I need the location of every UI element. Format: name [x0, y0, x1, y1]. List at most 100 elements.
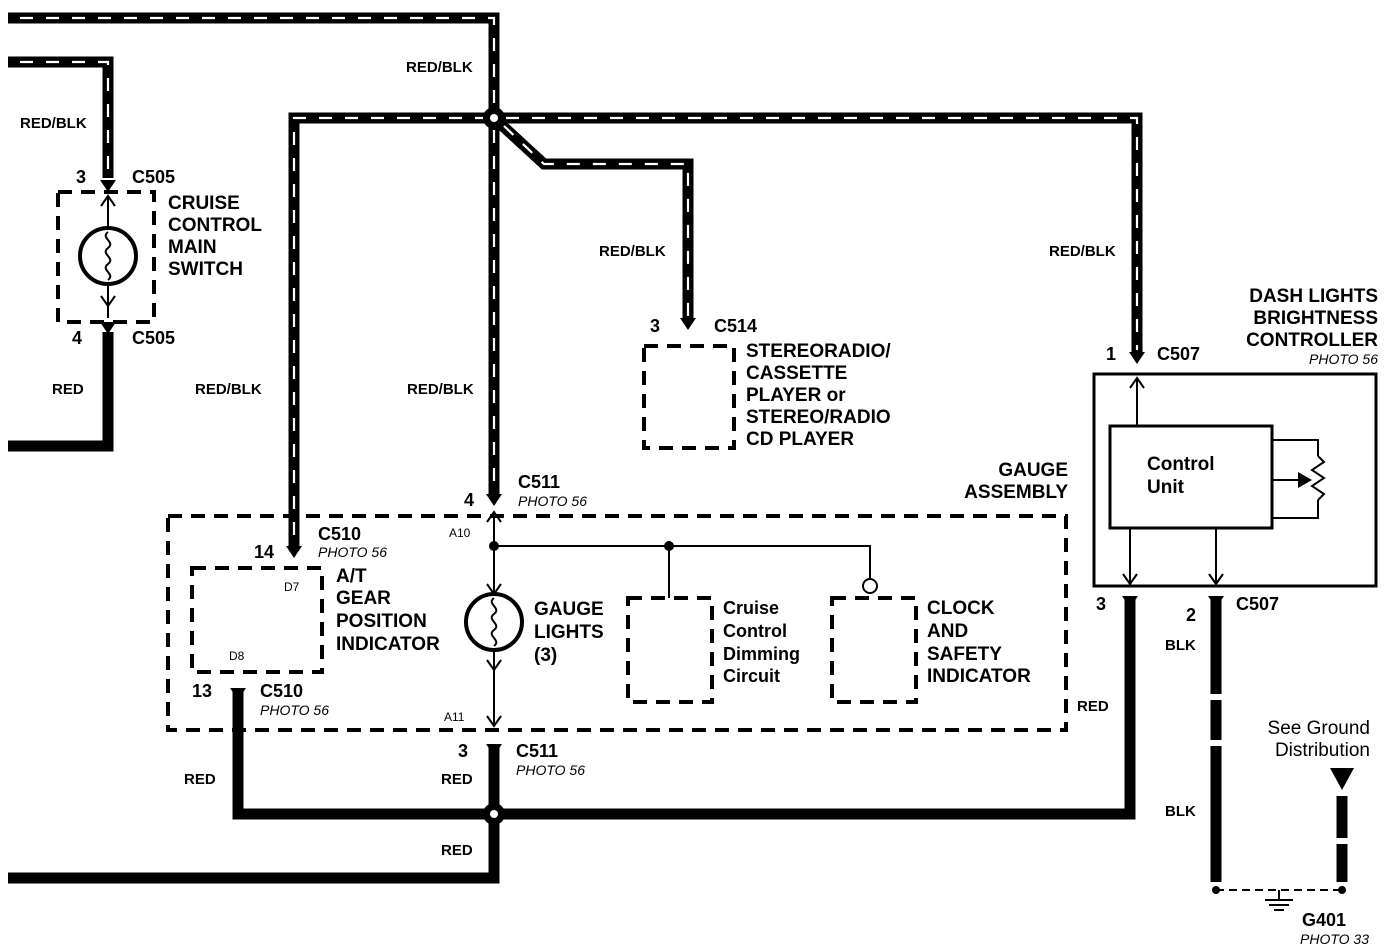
- component-label-line: Dimming: [723, 644, 800, 664]
- component-label-line: Control: [1147, 454, 1215, 475]
- component-labels: CRUISE CONTROL MAIN SWITCH STEREORADIO/ …: [168, 193, 1378, 761]
- photo-ref: PHOTO 56: [518, 493, 587, 509]
- component-label-line: CASSETTE: [746, 363, 847, 384]
- component-label-line: PLAYER or: [746, 385, 846, 406]
- component-label-line: Circuit: [723, 666, 780, 686]
- wire-labels: RED/BLK RED/BLK RED/BLK RED/BLK RED/BLK …: [20, 59, 1196, 859]
- wire-label: RED/BLK: [406, 59, 473, 76]
- wire-label: RED: [441, 771, 473, 788]
- component-label-line: (3): [534, 645, 557, 666]
- wire-label: BLK: [1165, 803, 1196, 820]
- wire-red-loop: [232, 598, 1136, 820]
- photo-ref: PHOTO 33: [1300, 931, 1369, 947]
- wire-label: RED: [184, 771, 216, 788]
- component-label-line: LIGHTS: [534, 622, 604, 643]
- connector-symbols: [100, 180, 1224, 756]
- wire-stripes: [20, 16, 1139, 540]
- pin-number: 4: [464, 490, 474, 510]
- pin-number: 3: [650, 316, 660, 336]
- pin-label: D7: [284, 580, 300, 594]
- component-label-line: CLOCK: [927, 598, 995, 619]
- wire-label: RED/BLK: [1049, 243, 1116, 260]
- pin-label: D8: [229, 649, 245, 663]
- photo-ref: PHOTO 56: [516, 762, 585, 778]
- dash-controller: [1092, 372, 1378, 588]
- photo-ref: PHOTO 56: [1309, 351, 1378, 367]
- wire-label: RED: [1077, 698, 1109, 715]
- component-label-line: GEAR: [336, 588, 391, 609]
- component-label-line: GAUGE: [534, 599, 604, 620]
- wires: [8, 12, 1348, 884]
- component-label-line: GAUGE: [998, 460, 1068, 481]
- connector-id: C510: [318, 524, 361, 544]
- connector-id: C510: [260, 681, 303, 701]
- wire-label: RED/BLK: [20, 115, 87, 132]
- cruise-dimming-box: [626, 596, 714, 704]
- wire-label: RED/BLK: [195, 381, 262, 398]
- pin-label: A10: [449, 526, 471, 540]
- wire-label: RED/BLK: [407, 381, 474, 398]
- blk-wire-gaps: [1209, 694, 1349, 844]
- wire-cruise-switch-return: [8, 332, 114, 452]
- component-label-line: BRIGHTNESS: [1253, 308, 1378, 329]
- connector-id: C507: [1236, 594, 1279, 614]
- wire-label: RED: [441, 842, 473, 859]
- clock-safety-box: [830, 596, 918, 704]
- component-label-line: CONTROLLER: [1246, 330, 1378, 351]
- wire-label: RED: [52, 381, 84, 398]
- component-label-line: SWITCH: [168, 259, 243, 280]
- component-label-line: STEREORADIO/: [746, 341, 891, 362]
- component-label-line: See Ground: [1268, 718, 1370, 739]
- component-label-line: A/T: [336, 566, 367, 587]
- internal-pin-labels: A10 A11 D7 D8: [229, 526, 471, 724]
- control-unit-box: [1108, 424, 1274, 530]
- ground-id: G401: [1302, 910, 1346, 930]
- connector-id: C511: [518, 472, 560, 492]
- pin-number: 3: [458, 741, 468, 761]
- component-label-line: Unit: [1147, 477, 1185, 498]
- connector-labels: 3 C505 4 C505 3 C514 1 C507 3 2 C507 4 C…: [72, 167, 1369, 947]
- pin-number: 2: [1186, 605, 1196, 625]
- pin-number: 1: [1106, 344, 1116, 364]
- photo-ref: PHOTO 56: [318, 544, 387, 560]
- gauge-assembly: [166, 510, 1068, 732]
- connector-id: C514: [714, 316, 757, 336]
- wire-label: BLK: [1165, 637, 1196, 654]
- photo-ref: PHOTO 56: [260, 702, 329, 718]
- connector-id: C505: [132, 167, 175, 187]
- gear-indicator-box: [190, 566, 324, 674]
- pin-number: 3: [76, 167, 86, 187]
- component-label-line: POSITION: [336, 611, 427, 632]
- pin-label: A11: [444, 710, 465, 724]
- connector-id: C511: [516, 741, 558, 761]
- component-label-line: MAIN: [168, 237, 217, 258]
- component-label-line: CRUISE: [168, 193, 240, 214]
- wire-c511-ground-side: [8, 748, 500, 884]
- component-label-line: ASSEMBLY: [964, 482, 1068, 503]
- component-label-line: INDICATOR: [927, 666, 1031, 687]
- wire-c510-feed: [288, 112, 494, 548]
- wire-label: RED/BLK: [599, 243, 666, 260]
- ground-g401: [1212, 768, 1354, 911]
- component-label-line: STEREO/RADIO: [746, 407, 891, 428]
- component-label-line: Cruise: [723, 598, 779, 618]
- component-label-line: INDICATOR: [336, 634, 440, 655]
- component-label-line: SAFETY: [927, 644, 1002, 665]
- component-label-line: CD PLAYER: [746, 429, 854, 450]
- pin-number: 4: [72, 328, 82, 348]
- pin-number: 13: [192, 681, 212, 701]
- component-label-line: Control: [723, 621, 787, 641]
- component-label-line: AND: [927, 621, 968, 642]
- wire-stereo-feed: [490, 113, 694, 322]
- component-label-line: Distribution: [1275, 740, 1370, 761]
- connector-id: C507: [1157, 344, 1200, 364]
- connector-id: C505: [132, 328, 175, 348]
- cruise-switch: [56, 190, 156, 324]
- component-label-line: DASH LIGHTS: [1249, 286, 1378, 307]
- pin-number: 3: [1096, 594, 1106, 614]
- component-label-line: CONTROL: [168, 215, 262, 236]
- wire-controller-feed: [494, 112, 1143, 356]
- pin-number: 14: [254, 542, 274, 562]
- stereo-box: [642, 344, 736, 450]
